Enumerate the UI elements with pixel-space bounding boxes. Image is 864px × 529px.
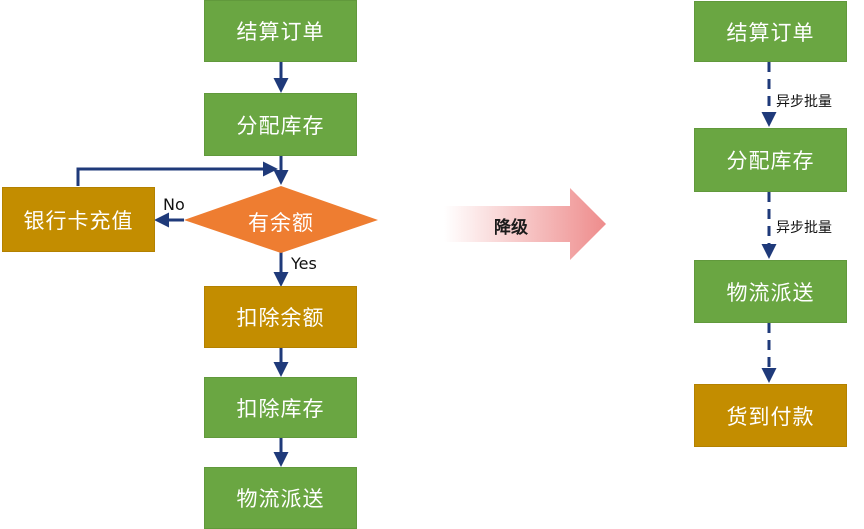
- left-step-allocate-stock: 分配库存: [204, 93, 357, 156]
- right-step-checkout: 结算订单: [694, 1, 847, 62]
- left-step-deduct-stock: 扣除库存: [204, 377, 357, 438]
- left-step-checkout-label: 结算订单: [236, 20, 325, 44]
- left-step-delivery: 物流派送: [204, 467, 357, 529]
- decision-diamond: [184, 186, 378, 253]
- left-step-deduct-balance-label: 扣除余额: [236, 306, 325, 330]
- left-step-checkout: 结算订单: [204, 0, 357, 62]
- right-step-delivery: 物流派送: [694, 260, 847, 323]
- left-branch-card-topup-label: 银行卡充值: [23, 208, 134, 233]
- left-step-delivery-label: 物流派送: [236, 487, 325, 511]
- left-branch-card-topup: 银行卡充值: [2, 187, 155, 252]
- left-step-deduct-balance: 扣除余额: [204, 286, 357, 348]
- right-link-label-1: 异步批量: [776, 94, 832, 110]
- right-step-cash-on-delivery: 货到付款: [694, 384, 847, 447]
- left-step-deduct-stock-label: 扣除库存: [236, 396, 325, 421]
- left-step-allocate-stock-label: 分配库存: [236, 113, 325, 138]
- right-step-allocate-stock: 分配库存: [694, 128, 847, 192]
- decision-label-text: 有余额: [248, 211, 314, 235]
- transition-arrow: [444, 188, 606, 260]
- transition-label: 降级: [494, 218, 528, 238]
- right-link-label-2: 异步批量: [776, 220, 832, 236]
- connector-loop-back: [76, 161, 278, 186]
- right-step-cash-on-delivery-label: 货到付款: [726, 404, 815, 429]
- right-step-checkout-label: 结算订单: [726, 20, 815, 45]
- right-step-delivery-label: 物流派送: [726, 280, 815, 305]
- yes-label: Yes: [291, 254, 317, 273]
- no-label: No: [163, 195, 185, 214]
- right-step-allocate-stock-label: 分配库存: [726, 149, 815, 173]
- decision-label: 有余额: [231, 207, 331, 237]
